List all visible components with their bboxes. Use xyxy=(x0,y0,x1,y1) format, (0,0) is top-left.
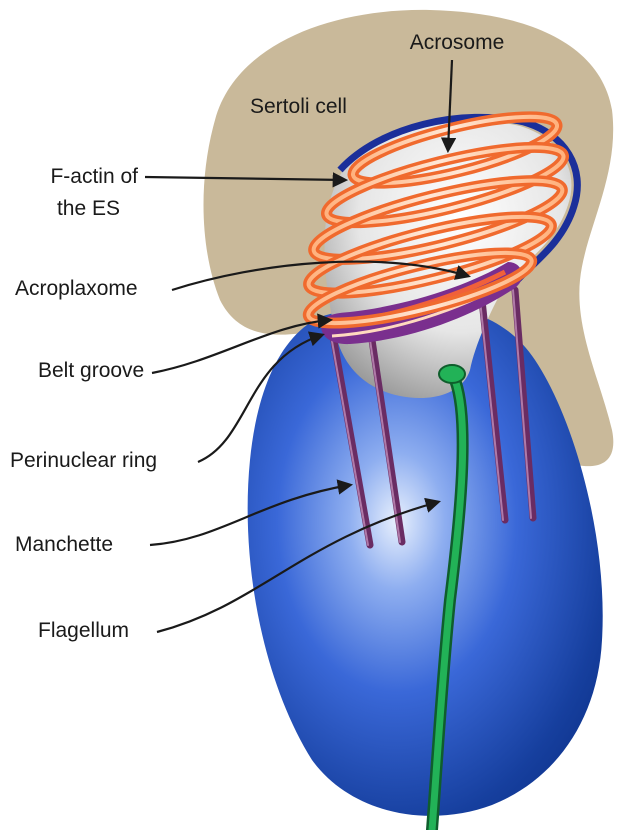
label-factin-line2: the ES xyxy=(20,194,120,224)
flagellum-base xyxy=(439,365,465,383)
label-factin-line1: F-actin of xyxy=(20,162,138,192)
label-sertoli-cell: Sertoli cell xyxy=(250,92,347,122)
label-belt-groove: Belt groove xyxy=(38,356,144,386)
label-flagellum: Flagellum xyxy=(38,616,129,646)
label-perinuclear-ring: Perinuclear ring xyxy=(10,446,157,476)
label-manchette: Manchette xyxy=(15,530,113,560)
label-acrosome: Acrosome xyxy=(392,28,522,58)
label-acroplaxome: Acroplaxome xyxy=(15,274,138,304)
